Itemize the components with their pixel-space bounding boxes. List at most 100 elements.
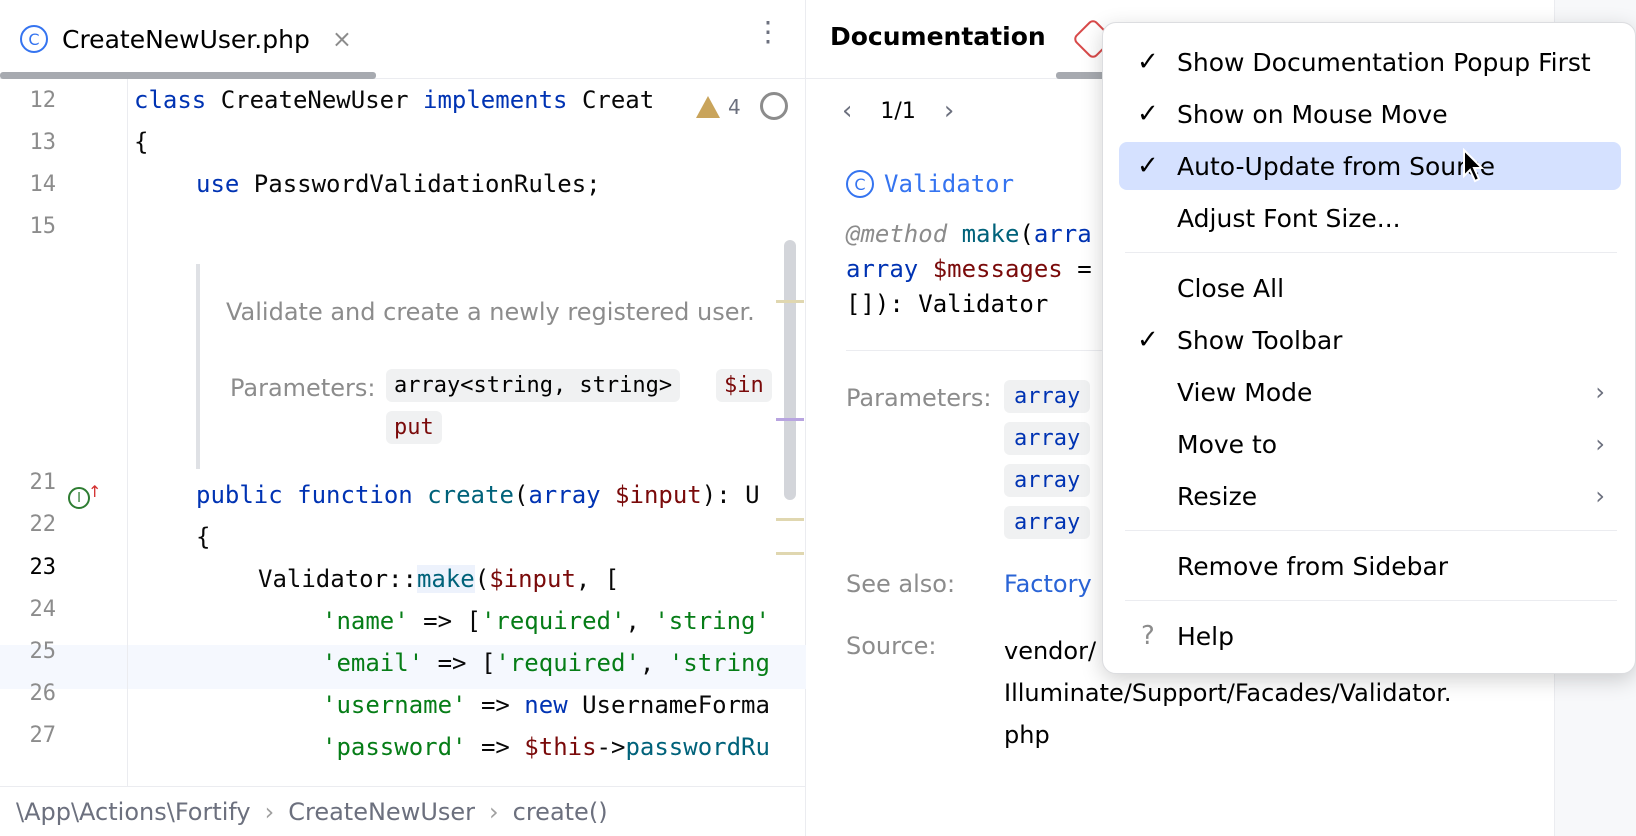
doc-signature-line-1: @method make(arra	[846, 220, 1092, 248]
doc-description: Validate and create a newly registered u…	[226, 298, 755, 326]
menu-item-label: View Mode	[1177, 377, 1313, 407]
checkmark-icon: ✓	[1137, 99, 1159, 129]
menu-item-label: Show Documentation Popup First	[1177, 47, 1591, 77]
code-line-24: 'name' => ['required', 'string'	[322, 607, 770, 635]
menu-item-remove-from-sidebar[interactable]: Remove from Sidebar	[1119, 542, 1621, 590]
active-tab-indicator	[0, 72, 376, 79]
doc-param-type: array<string, string>	[386, 369, 681, 402]
code-line-23: Validator::make($input, [	[258, 565, 620, 593]
menu-item-label: Show on Mouse Move	[1177, 99, 1448, 129]
doc-navigation: ‹ 1/1 ›	[842, 96, 954, 126]
breadcrumb: \App\Actions\Fortify › CreateNewUser › c…	[0, 786, 806, 836]
source-line: Illuminate/Support/Facades/Validator.	[1004, 679, 1452, 707]
line-number: 24	[29, 597, 57, 622]
editor-pane: C CreateNewUser.php × ⋮ 12 13 14 15 21 2…	[0, 0, 806, 836]
line-number-active: 23	[29, 555, 57, 580]
doc-class-name[interactable]: Validator	[884, 170, 1015, 198]
menu-item-show-toolbar[interactable]: ✓ Show Toolbar	[1119, 316, 1621, 364]
menu-item-view-mode[interactable]: View Mode ›	[1119, 368, 1621, 416]
more-options-icon[interactable]: ⋮	[754, 15, 782, 48]
code-line-12: class CreateNewUser implements Creat	[134, 86, 655, 114]
breadcrumb-separator: ›	[489, 797, 499, 826]
menu-item-show-on-mouse-move[interactable]: ✓ Show on Mouse Move	[1119, 90, 1621, 138]
menu-item-label: Show Toolbar	[1177, 325, 1343, 355]
code-line-22: {	[196, 523, 211, 551]
tab-label: CreateNewUser.php	[62, 24, 310, 54]
checkmark-icon: ✓	[1137, 151, 1159, 181]
doc-class: C Validator	[846, 170, 1014, 198]
tab-createnewuser[interactable]: C CreateNewUser.php ×	[20, 20, 352, 58]
code-line-21: public function create(array $input): U	[196, 481, 760, 509]
documentation-title: Documentation	[830, 22, 1046, 51]
code-line-25: 'email' => ['required', 'string	[322, 649, 770, 677]
code-line-13: {	[134, 128, 149, 156]
line-number: 25	[29, 639, 57, 664]
doc-see-also-link[interactable]: Factory	[1004, 570, 1092, 598]
breadcrumb-namespace[interactable]: \App\Actions\Fortify	[16, 797, 251, 826]
breadcrumb-class[interactable]: CreateNewUser	[288, 797, 476, 826]
doc-source-path: vendor/ Illuminate/Support/Facades/Valid…	[1004, 630, 1452, 756]
doc-source-label: Source:	[846, 632, 937, 660]
chevron-right-icon: ›	[1595, 430, 1605, 458]
code-area[interactable]	[0, 79, 806, 786]
menu-item-label: Adjust Font Size...	[1177, 203, 1401, 233]
line-number: 26	[29, 681, 57, 706]
breadcrumb-separator: ›	[264, 797, 275, 826]
editor-scrollbar[interactable]	[784, 240, 796, 500]
warning-icon	[696, 96, 720, 118]
menu-item-label: Resize	[1177, 481, 1258, 511]
breadcrumb-method[interactable]: create()	[512, 797, 608, 826]
source-line: php	[1004, 721, 1050, 749]
menu-item-close-all[interactable]: Close All	[1119, 264, 1621, 312]
doc-param-type: array	[1004, 422, 1091, 455]
doc-signature-line-2: array $messages =	[846, 255, 1092, 283]
documentation-options-menu: ✓ Show Documentation Popup First ✓ Show …	[1102, 22, 1636, 674]
doc-param-type: array	[1004, 464, 1091, 497]
menu-item-help[interactable]: ? Help	[1119, 612, 1621, 660]
code-line-14: use PasswordValidationRules;	[196, 170, 601, 198]
editor-tab-bar: C CreateNewUser.php × ⋮	[0, 0, 806, 79]
doc-param-name: $in	[716, 369, 772, 402]
scroll-marker	[776, 552, 804, 555]
menu-item-label: Help	[1177, 621, 1234, 651]
menu-item-auto-update[interactable]: ✓ Auto-Update from Source	[1119, 142, 1621, 190]
gutter	[0, 79, 128, 786]
doc-params-label: Parameters:	[230, 374, 376, 402]
source-line: vendor/	[1004, 637, 1097, 665]
line-number: 14	[29, 172, 57, 197]
go-to-super-icon[interactable]: ↑	[88, 482, 102, 501]
implements-icon[interactable]: I	[68, 487, 90, 509]
menu-item-show-popup-first[interactable]: ✓ Show Documentation Popup First	[1119, 38, 1621, 86]
class-icon: C	[846, 170, 874, 198]
chevron-right-icon: ›	[1595, 482, 1605, 510]
doc-param-type: array	[1004, 506, 1091, 539]
code-line-27: 'password' => $this->passwordRu	[322, 733, 770, 761]
menu-item-label: Close All	[1177, 273, 1285, 303]
line-number: 27	[29, 723, 57, 748]
current-line-highlight	[0, 645, 806, 689]
code-line-26: 'username' => new UsernameForma	[322, 691, 770, 719]
menu-item-move-to[interactable]: Move to ›	[1119, 420, 1621, 468]
inspection-warnings[interactable]: 4	[696, 95, 741, 119]
warning-count: 4	[728, 95, 741, 119]
back-arrow-icon[interactable]: ‹	[842, 96, 853, 126]
doc-signature-line-3: []): Validator	[846, 290, 1049, 318]
menu-item-label: Move to	[1177, 429, 1278, 459]
checkmark-icon: ✓	[1137, 325, 1159, 355]
gear-icon[interactable]	[760, 92, 788, 120]
doc-param-type: array	[1004, 380, 1091, 413]
menu-item-label: Auto-Update from Source	[1177, 151, 1496, 181]
forward-arrow-icon[interactable]: ›	[943, 96, 955, 126]
line-number: 22	[29, 512, 57, 537]
menu-item-resize[interactable]: Resize ›	[1119, 472, 1621, 520]
chevron-right-icon: ›	[1595, 378, 1605, 406]
close-tab-icon[interactable]: ×	[331, 25, 352, 53]
line-number: 12	[29, 88, 57, 113]
line-number: 21	[29, 470, 57, 495]
menu-item-adjust-font-size[interactable]: Adjust Font Size...	[1119, 194, 1621, 242]
menu-item-label: Remove from Sidebar	[1177, 551, 1449, 581]
menu-separator	[1125, 600, 1617, 601]
help-icon: ?	[1141, 621, 1155, 651]
scroll-marker	[776, 300, 804, 303]
scroll-marker	[776, 518, 804, 521]
